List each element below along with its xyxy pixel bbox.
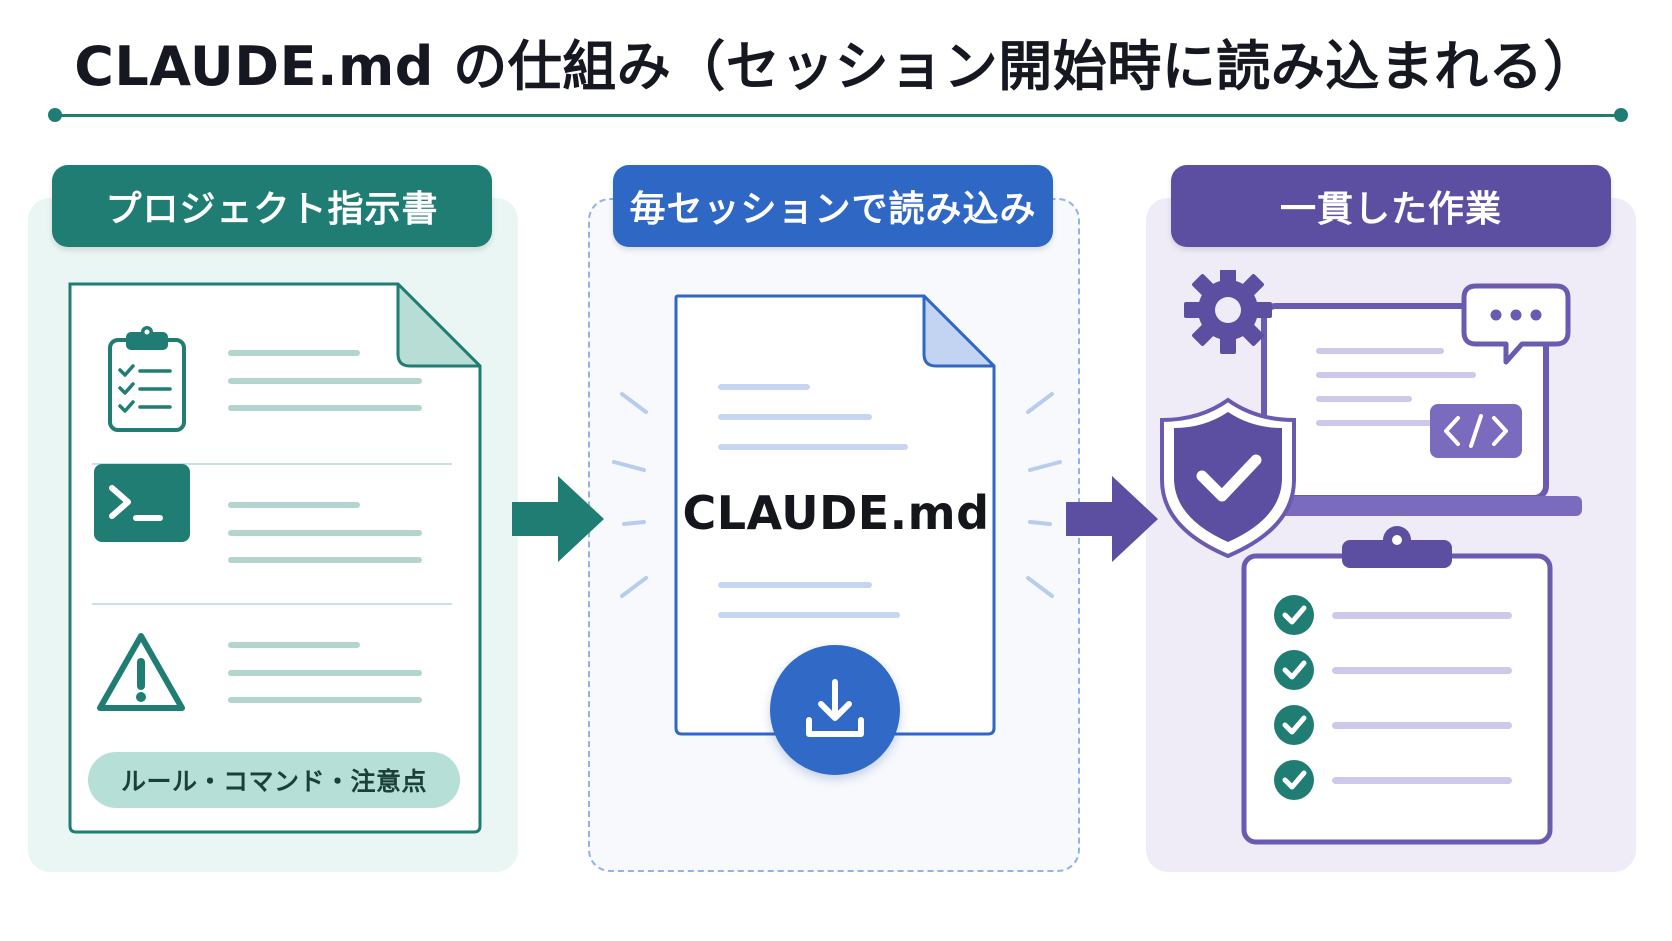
load-rays-right xyxy=(1026,392,1062,598)
download-icon xyxy=(770,645,900,775)
clipboard-checklist-icon xyxy=(108,326,186,432)
consistent-work-heading: 一貫した作業 xyxy=(1171,165,1611,247)
divider-dot-left xyxy=(48,108,62,122)
consistent-work-illustration xyxy=(1160,270,1582,845)
claude-md-filename: CLAUDE.md xyxy=(682,486,990,540)
arrow-right-icon xyxy=(1066,476,1158,562)
divider-dot-right xyxy=(1614,108,1628,122)
shield-check-icon xyxy=(1160,397,1296,559)
checklist-icon xyxy=(1241,526,1553,845)
code-icon xyxy=(1430,404,1522,458)
title-divider xyxy=(56,114,1622,117)
project-instructions-heading: プロジェクト指示書 xyxy=(52,165,492,247)
session-load-heading: 毎セッションで読み込み xyxy=(613,165,1053,247)
claude-md-document xyxy=(674,294,996,736)
rules-commands-notes-label: ルール・コマンド・注意点 xyxy=(88,752,460,808)
terminal-icon xyxy=(94,464,190,542)
load-rays-left xyxy=(612,392,648,598)
arrow-right-icon xyxy=(512,476,604,562)
gear-icon xyxy=(1184,270,1272,354)
page-title: CLAUDE.md の仕組み（セッション開始時に読み込まれる） xyxy=(74,35,1598,98)
chat-bubble-icon xyxy=(1461,283,1571,365)
instructions-document xyxy=(64,278,486,838)
warning-icon xyxy=(97,633,185,711)
